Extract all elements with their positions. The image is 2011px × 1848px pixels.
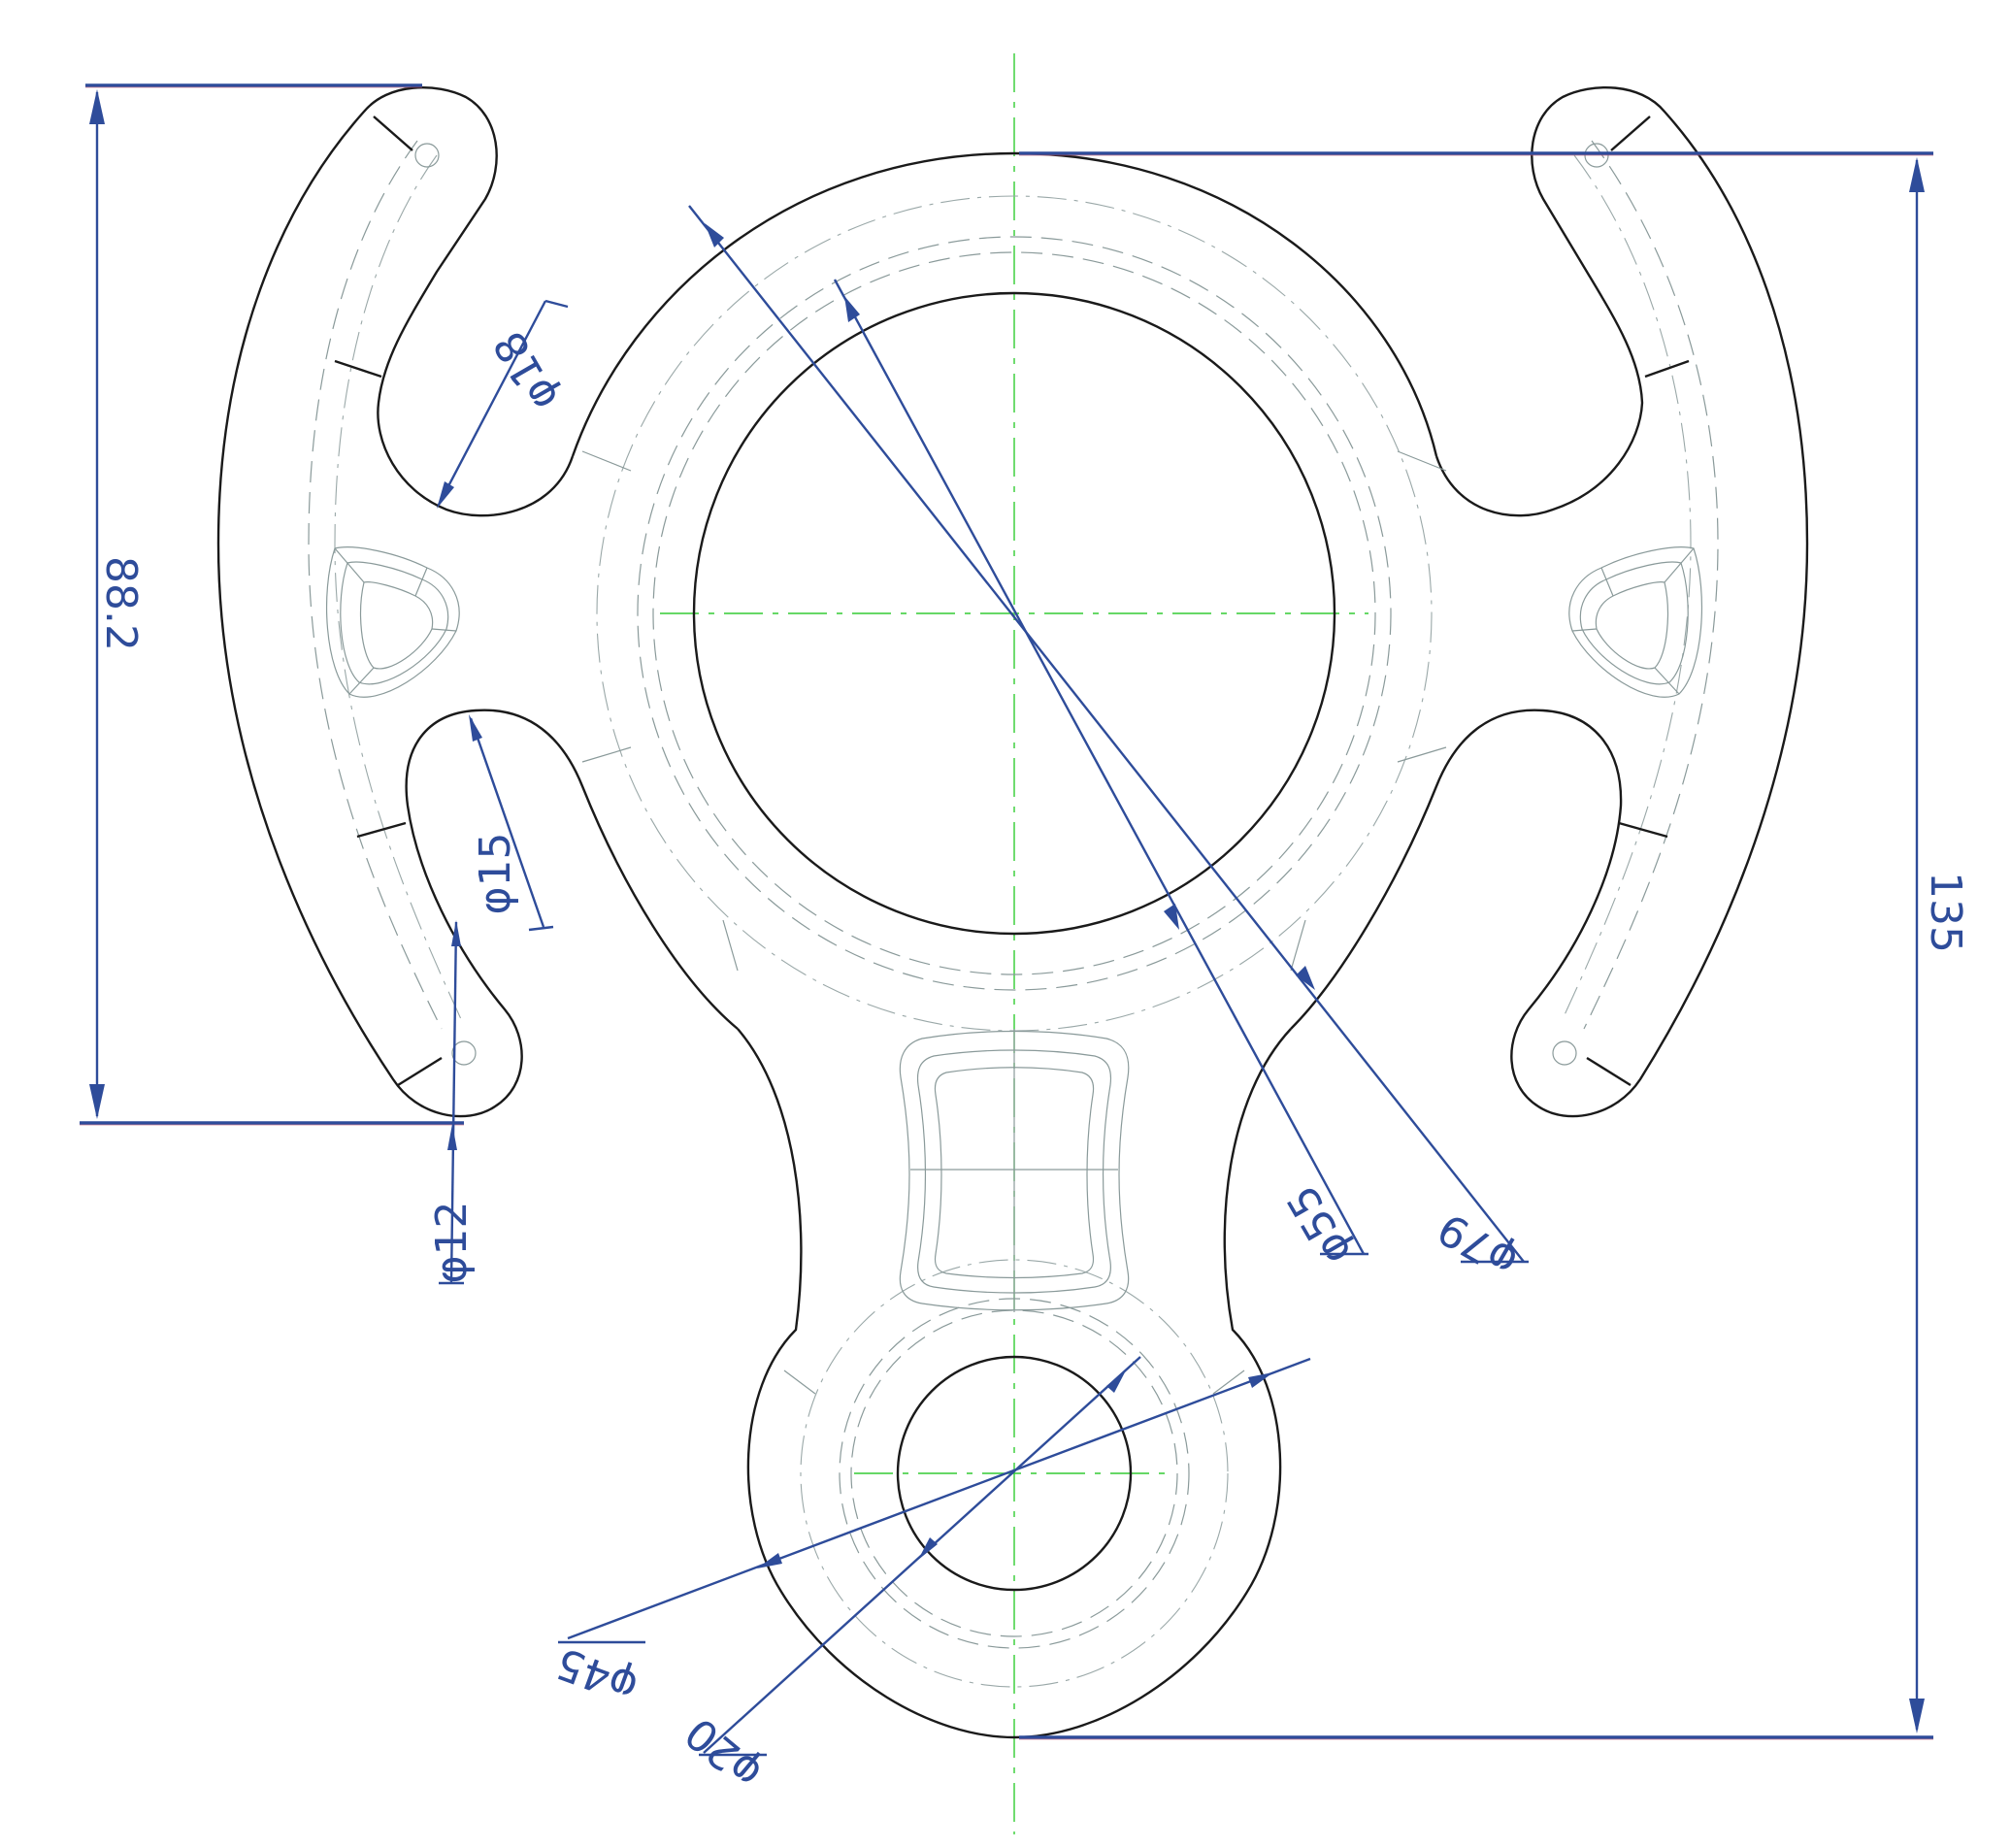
thin-tick-4 (1397, 746, 1447, 763)
tick-right-lower (1618, 821, 1668, 839)
thin-tick-7 (783, 1370, 816, 1395)
tick-right-top (1610, 116, 1651, 151)
thin-tick-1 (581, 450, 632, 472)
left-upper-slot-tip (414, 143, 440, 168)
ring-top-arc (571, 151, 1438, 457)
part-outline (216, 85, 1809, 1739)
thin-tick-2 (581, 746, 632, 763)
tick-left-lower (356, 821, 407, 839)
thin-tick-5 (722, 919, 739, 972)
dimension-slot-tip-dia: φ12 (427, 920, 477, 1285)
dimension-arm-height: 88.2 (80, 83, 464, 1126)
dimension-small-ring-dia: φ45 (549, 1357, 1311, 1712)
small-ring-hidden-circle-inner (850, 1309, 1178, 1637)
left-arm-offset-outer (308, 140, 443, 1030)
tick-left-upper (334, 359, 382, 379)
dimension-overall-height: 135 (1019, 151, 1970, 1740)
left-lower-slot-tip (451, 1040, 477, 1066)
ring-hidden-circle-outer (637, 236, 1392, 991)
small-hole (896, 1355, 1133, 1592)
thin-tick-8 (1212, 1370, 1245, 1395)
tick-right-upper (1644, 359, 1690, 379)
dimension-upper-slot-dia: φ18 (437, 299, 569, 509)
dimension-label-small-hole-dia: φ20 (676, 1707, 772, 1798)
right-arm-offset-outer (1583, 140, 1719, 1030)
right-upper-arm-outline (1290, 85, 1809, 1118)
dimension-label-lower-slot-dia: φ15 (471, 832, 520, 914)
thin-tick-6 (1290, 919, 1306, 972)
center-square-pocket (899, 1029, 1130, 1312)
thin-tick-3 (1397, 450, 1447, 472)
dimension-label-slot-tip-dia: φ12 (427, 1201, 477, 1283)
tick-left-bottom (397, 1056, 443, 1087)
center-lines (660, 53, 1368, 1834)
pockets (325, 546, 1703, 1312)
dimension-lower-slot-dia: φ15 (469, 714, 554, 932)
big-hole (692, 291, 1336, 936)
tick-left-top (373, 116, 413, 151)
right-lower-slot-tip (1552, 1040, 1577, 1066)
dimension-label-outer-ring-dia: φ79 (1430, 1203, 1526, 1287)
dimensions: 135 88.2 φ79 φ55 (80, 83, 1970, 1798)
left-triangular-pocket (325, 546, 460, 698)
dimension-label-small-ring-dia: φ45 (549, 1637, 643, 1712)
right-arm-offset-inner (1562, 154, 1692, 1020)
tick-right-bottom (1586, 1056, 1632, 1087)
dimension-label-overall-height: 135 (1921, 872, 1970, 953)
small-ring-phantom-circle (800, 1259, 1229, 1688)
dimension-big-hole-dia: φ55 (833, 279, 1368, 1273)
ring-hidden-circle-inner (652, 251, 1376, 975)
lower-lobe-outline (737, 1028, 1292, 1739)
right-triangular-pocket (1568, 546, 1703, 698)
dimension-label-upper-slot-dia: φ18 (484, 323, 569, 419)
left-arm-offset-inner (334, 154, 462, 1020)
dimension-label-arm-height: 88.2 (96, 556, 146, 651)
left-upper-arm-outline (216, 85, 739, 1118)
